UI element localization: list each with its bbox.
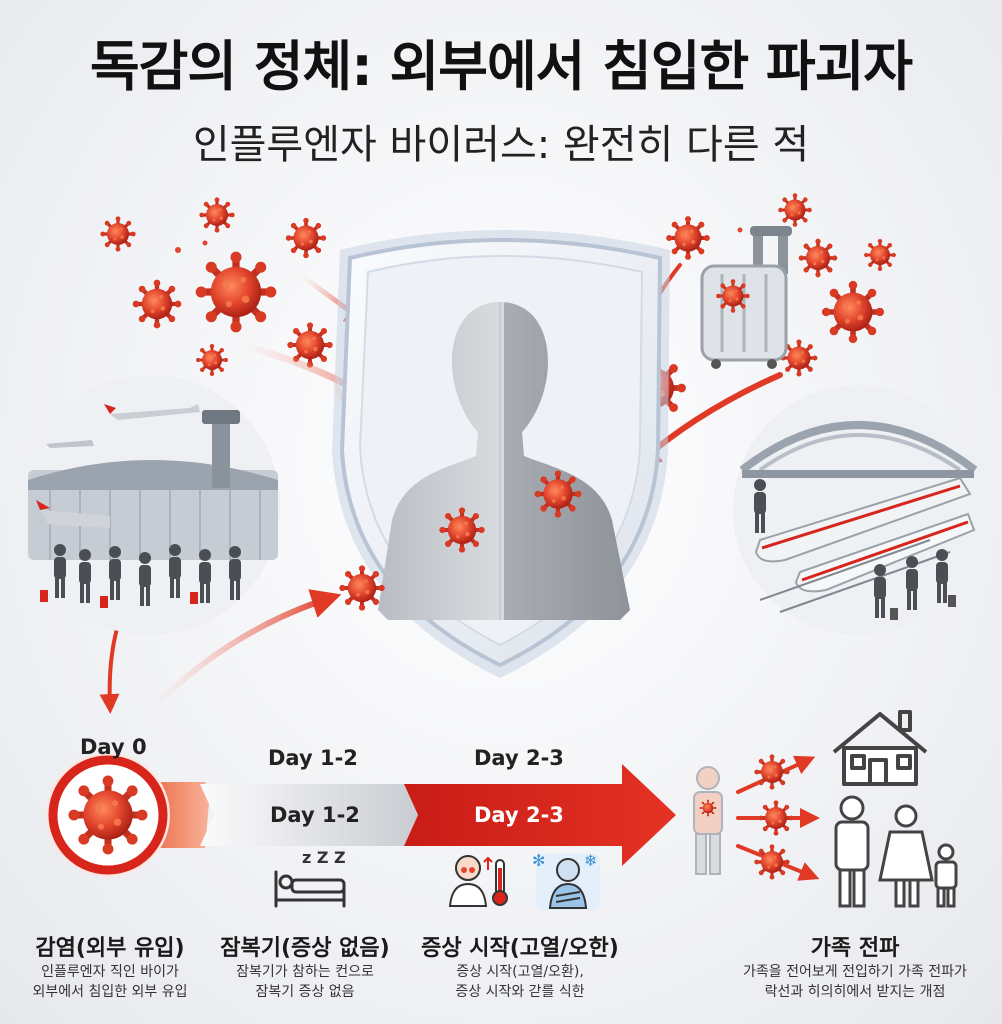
day0-infection-badge (46, 753, 170, 877)
day23-arrow-label: Day 2-3 (474, 803, 564, 827)
day12-arrow-label: Day 1-2 (270, 803, 360, 827)
virus-icon (98, 214, 138, 254)
virus-icon (69, 776, 148, 855)
stage-family-desc-line1: 가족을 전어보게 전입하기 가족 전파가 (743, 964, 967, 980)
virus-icon (197, 195, 237, 235)
virus-icon (534, 470, 581, 517)
virus-icon (796, 236, 840, 280)
house-icon (832, 710, 928, 786)
stage-incubation-desc: 잠복기가 참하는 컨으로 잠복기 증상 없음 (215, 962, 395, 1002)
airport-scene-icon (20, 375, 280, 635)
sleeping-bed-icon (274, 870, 346, 908)
stage-infection-desc: 인플루엔자 직인 바이가 외부에서 침입한 외부 유입 (20, 962, 200, 1002)
stage-infection-title: 감염(외부 유입) (35, 936, 185, 961)
family-transmission-group (693, 710, 958, 908)
stage-symptoms-title: 증상 시작(고열/오한) (421, 936, 619, 961)
virus-icon (196, 252, 277, 333)
train-station-scene-icon (733, 385, 983, 635)
svg-text:✻: ✻ (532, 851, 545, 870)
stage-infection-desc-line2: 외부에서 침입한 외부 유입 (32, 984, 188, 1000)
virus-icon (194, 342, 230, 378)
virus-icon (439, 507, 484, 552)
fever-thermometer-icon (448, 855, 508, 907)
stage-incubation-desc-line1: 잠복기가 참하는 컨으로 (236, 964, 374, 980)
day12-label: Day 1-2 (268, 746, 358, 770)
floating-virus-group (98, 191, 898, 420)
stage-symptoms-desc-line2: 증상 시작와 갇를 식한 (455, 984, 585, 1000)
stage-symptoms-desc: 증상 시작(고열/오환), 증상 시작와 갇를 식한 (415, 962, 625, 1002)
virus-icon (133, 280, 182, 329)
virus-icon (284, 216, 328, 260)
zzz-label: z Z Z (302, 848, 346, 867)
day0-label: Day 0 (80, 735, 147, 759)
virus-icon (339, 565, 384, 610)
human-body-icon (339, 302, 630, 620)
timeline-arrow (130, 764, 676, 866)
virus-icon (776, 191, 814, 229)
stage-family-title: 가족 전파 (810, 936, 900, 961)
sick-person-icon (693, 766, 723, 875)
stage-incubation-title: 잠복기(증상 없음) (220, 936, 390, 961)
chills-snowflake-icon: ✻ ❄ (532, 851, 600, 910)
svg-text:❄: ❄ (584, 851, 597, 870)
day23-label: Day 2-3 (474, 746, 564, 770)
stage-family-desc-line2: 락선과 히의히에서 받지는 개점 (764, 984, 946, 1000)
stage-family-desc: 가족을 전어보게 전입하기 가족 전파가 락선과 히의히에서 받지는 개점 (710, 962, 1000, 1002)
virus-icon (862, 237, 898, 273)
page-title: 독감의 정체: 외부에서 침입한 파괴자 (90, 35, 913, 98)
virus-icon (664, 214, 712, 262)
page-subtitle: 인플루엔자 바이러스: 완전히 다른 적 (192, 122, 810, 168)
stage-infection-desc-line1: 인플루엔자 직인 바이가 (41, 964, 179, 980)
stage-incubation-desc-line2: 잠복기 증상 없음 (255, 984, 355, 1000)
stage-symptoms-desc-line1: 증상 시작(고열/오환), (456, 964, 584, 980)
virus-icon (822, 281, 884, 343)
family-icon (834, 795, 958, 908)
luggage-icon (700, 226, 792, 369)
